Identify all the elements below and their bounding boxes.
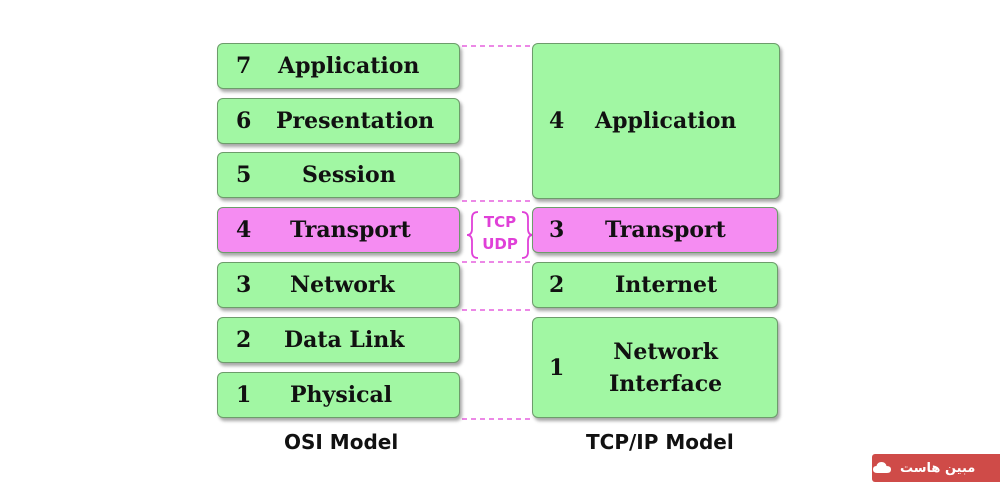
layer-name: Application (278, 53, 420, 79)
layer-number: 4 (236, 217, 252, 243)
osi-layer-application: 7 Application (217, 43, 460, 89)
layer-name: Application (595, 108, 737, 134)
layer-number: 3 (236, 272, 252, 298)
layer-name: Network Interface (609, 318, 722, 417)
layer-name: Physical (290, 382, 393, 408)
udp-label: UDP (482, 235, 518, 253)
layer-name-line-2: Interface (609, 370, 723, 397)
cloud-icon (873, 462, 891, 473)
tcpip-layer-internet: 2 Internet (532, 262, 778, 308)
layer-number: 6 (236, 108, 252, 134)
tcpip-layer-transport: 3 Transport (532, 207, 778, 253)
tcp-label: TCP (483, 213, 517, 231)
tcpip-model-caption: TCP/IP Model (586, 430, 734, 454)
osi-layer-physical: 1 Physical (217, 372, 460, 418)
mobinhost-logo: مبین هاست (872, 454, 1000, 482)
layer-number: 2 (236, 327, 252, 353)
left-brace (466, 211, 479, 259)
layer-name: Internet (615, 272, 718, 298)
layer-name: Transport (290, 217, 411, 243)
tcpip-layer-application: 4 Application (532, 43, 780, 199)
protocol-label: TCP UDP (472, 211, 528, 259)
osi-layer-presentation: 6 Presentation (217, 98, 460, 144)
layer-number: 4 (549, 108, 565, 134)
osi-layer-network: 3 Network (217, 262, 460, 308)
osi-layer-data-link: 2 Data Link (217, 317, 460, 363)
layer-name: Data Link (284, 327, 405, 353)
layer-name: Transport (605, 217, 726, 243)
layer-name: Presentation (276, 108, 435, 134)
osi-model-caption: OSI Model (284, 430, 399, 454)
osi-layer-transport: 4 Transport (217, 207, 460, 253)
layer-number: 2 (549, 272, 565, 298)
layer-number: 1 (236, 382, 252, 408)
layer-name: Network (290, 272, 395, 298)
osi-layer-session: 5 Session (217, 152, 460, 198)
logo-text: مبین هاست (900, 460, 976, 476)
layer-number: 7 (236, 53, 252, 79)
layer-number: 3 (549, 217, 565, 243)
layer-number: 5 (236, 162, 252, 188)
layer-number: 1 (549, 354, 565, 381)
layer-name: Session (302, 162, 396, 188)
tcpip-layer-network-interface: 1 Network Interface (532, 317, 778, 418)
layer-name-line-1: Network (613, 338, 718, 365)
